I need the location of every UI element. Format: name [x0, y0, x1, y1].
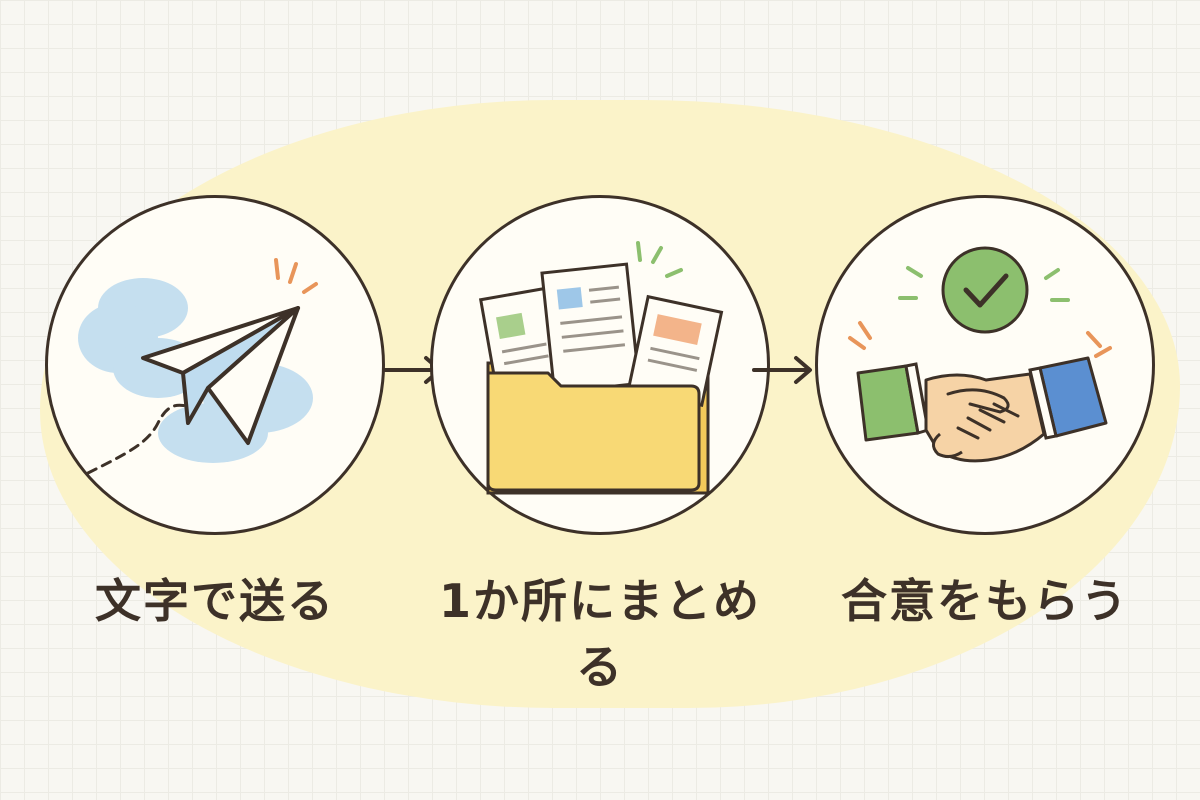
step-circle: [45, 195, 385, 535]
step-label: 合意をもらう: [841, 574, 1129, 628]
step-label: 1か所にまとめる: [438, 574, 761, 694]
paper-plane-icon: [78, 258, 318, 475]
step-get-agreement: [815, 195, 1155, 545]
handshake-check-icon: [848, 246, 1112, 463]
arrow-right-icon: [752, 356, 812, 384]
step-gather-in-one-place: [430, 195, 770, 545]
folder-documents-icon: [478, 241, 724, 495]
step-circle: [430, 195, 770, 535]
step-label: 文字で送る: [95, 574, 335, 628]
step-circle: [815, 195, 1155, 535]
step-send-text: [45, 195, 385, 545]
